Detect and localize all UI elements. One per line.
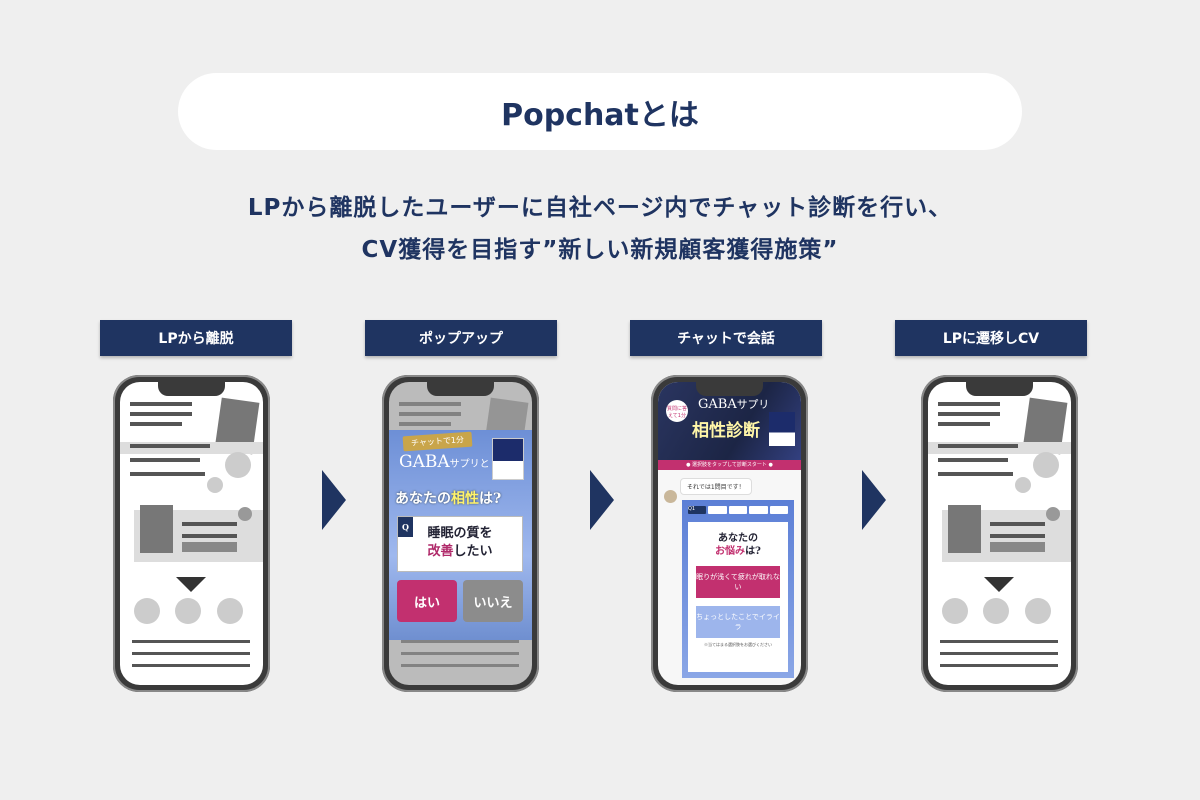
popup-headline: あなたの相性は? <box>395 488 501 508</box>
product-package-image <box>492 438 524 480</box>
chat-banner-title: 相性診断 <box>692 421 760 441</box>
chat-bubble: それでは1問目です！ <box>680 478 752 495</box>
arrow-right-icon <box>590 470 614 530</box>
quiz-progress: Q1 <box>688 506 789 514</box>
phone-screen <box>928 382 1071 685</box>
q-icon: Q <box>398 517 413 537</box>
question-accent: 改善 <box>427 544 454 559</box>
phone-notch <box>966 382 1033 396</box>
quiz-card: Q1 あなたのお悩みは? 眠りが浅くて疲れが取れない ちょっとしたことでイライラ… <box>682 500 794 678</box>
lp-wireframe <box>120 397 263 667</box>
phone-notch <box>427 382 494 396</box>
popup-badge: チャットで1分 <box>402 431 473 452</box>
question-line-2: したい <box>453 544 493 559</box>
product-package-image <box>769 412 795 446</box>
title-pill: Popchatとは <box>178 73 1022 150</box>
option-2-button[interactable]: ちょっとしたことでイライラ <box>696 606 780 638</box>
arrow-right-icon <box>862 470 886 530</box>
option-1-button[interactable]: 眠りが浅くて疲れが取れない <box>696 566 780 598</box>
quiz-body: あなたのお悩みは? 眠りが浅くて疲れが取れない ちょっとしたことでイライラ ※当… <box>688 522 788 672</box>
question-line-1: 睡眠の質を <box>427 526 493 541</box>
yes-button[interactable]: はい <box>397 580 457 622</box>
arrow-right-icon <box>322 470 346 530</box>
popup-dialog[interactable]: チャットで1分 GABAサプリと あなたの相性は? Q 睡眠の質を改善したい はい… <box>389 430 532 640</box>
subtitle-line-1: LPから離脱したユーザーに自社ページ内でチャット診断を行い、 <box>247 195 953 221</box>
q-accent: お悩み <box>715 546 746 557</box>
phone-chat: 質問に答えて1分 GABAサプリ 相性診断 ● 選択肢をタップして診断スタート … <box>651 375 808 692</box>
operator-avatar <box>664 490 677 503</box>
phone-notch <box>158 382 225 396</box>
chat-brand: GABAサプリ <box>698 396 769 412</box>
subtitle-line-2: CV獲得を目指す”新しい新規顧客獲得施策” <box>361 237 839 263</box>
brand-sub-text: サプリと <box>449 459 490 470</box>
phone-lp-exit <box>113 375 270 692</box>
phone-screen: 質問に答えて1分 GABAサプリ 相性診断 ● 選択肢をタップして診断スタート … <box>658 382 801 685</box>
popup-brand: GABAサプリと <box>399 452 490 472</box>
page-title: Popchatとは <box>501 97 699 133</box>
brand-text: GABA <box>399 452 450 472</box>
chat-banner: 質問に答えて1分 GABAサプリ 相性診断 <box>658 382 801 460</box>
q-pre: あなたの <box>718 533 758 544</box>
step-label-2: ポップアップ <box>365 320 557 356</box>
step-label-3: チャットで会話 <box>630 320 822 356</box>
phone-screen <box>120 382 263 685</box>
step-label-1: LPから離脱 <box>100 320 292 356</box>
no-button[interactable]: いいえ <box>463 580 523 622</box>
chat-badge: 質問に答えて1分 <box>666 400 688 422</box>
headline-accent: 相性 <box>451 491 479 507</box>
phone-popup: チャットで1分 GABAサプリと あなたの相性は? Q 睡眠の質を改善したい はい… <box>382 375 539 692</box>
phone-notch <box>696 382 763 396</box>
q1-label: Q1 <box>688 506 707 514</box>
q-post: は? <box>745 546 761 557</box>
step-label-4: LPに遷移しCV <box>895 320 1087 356</box>
brand-sub-text: サプリ <box>736 398 770 411</box>
popup-question: Q 睡眠の質を改善したい <box>397 516 523 572</box>
headline-post: は? <box>479 491 502 507</box>
chat-strip: ● 選択肢をタップして診断スタート ● <box>658 460 801 470</box>
quiz-question: あなたのお悩みは? <box>688 532 788 558</box>
brand-text: GABA <box>698 397 737 412</box>
lp-wireframe <box>928 397 1071 667</box>
headline-pre: あなたの <box>395 491 451 507</box>
quiz-footnote: ※当てはまる選択肢をお選びください <box>704 642 772 647</box>
phone-screen: チャットで1分 GABAサプリと あなたの相性は? Q 睡眠の質を改善したい はい… <box>389 382 532 685</box>
phone-lp-cv <box>921 375 1078 692</box>
